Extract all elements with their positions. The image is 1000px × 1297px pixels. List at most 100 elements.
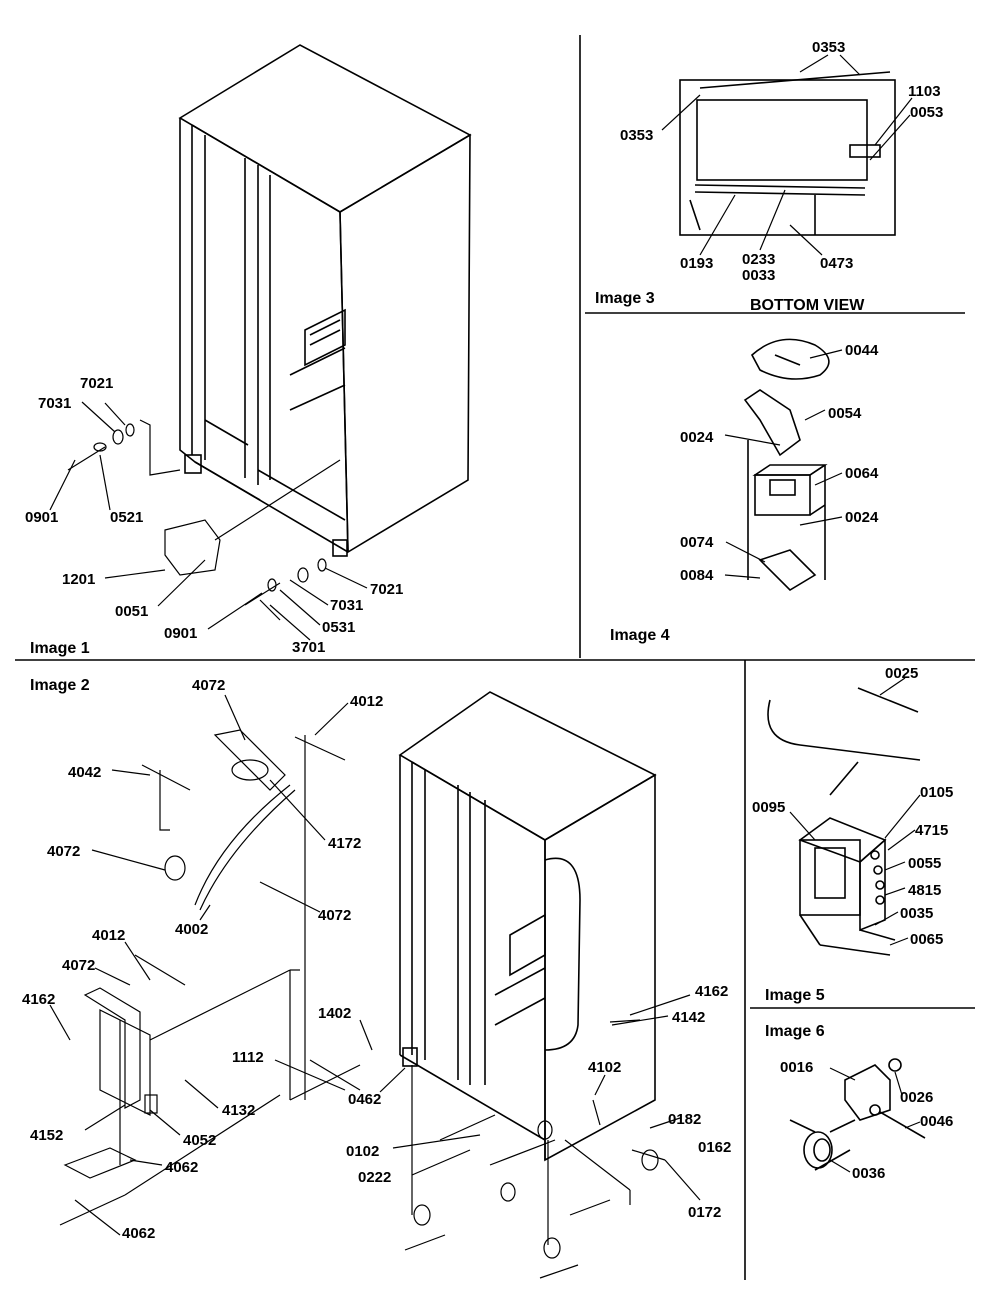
part-label: 1402 bbox=[318, 1005, 351, 1022]
part-label: 4012 bbox=[350, 693, 383, 710]
image4-leaders bbox=[724, 349, 843, 579]
part-label: 3701 bbox=[292, 639, 325, 656]
part-label: 7031 bbox=[330, 597, 363, 614]
part-label: 0024 bbox=[680, 429, 714, 446]
part-label: 0105 bbox=[920, 784, 953, 801]
part-label: 4042 bbox=[68, 764, 101, 781]
image5-panel: 0025 0095 0105 4715 0055 4815 0035 0065 … bbox=[752, 665, 953, 1004]
part-label: 1103 bbox=[908, 83, 941, 100]
image6-caption: Image 6 bbox=[765, 1023, 825, 1040]
part-label: 0095 bbox=[752, 799, 785, 816]
image5-caption: Image 5 bbox=[765, 987, 825, 1004]
part-label: 4072 bbox=[192, 677, 225, 694]
part-label: 0901 bbox=[164, 625, 197, 642]
part-label: 0353 bbox=[812, 39, 845, 56]
part-label: 4012 bbox=[92, 927, 125, 944]
image3-subtitle: BOTTOM VIEW bbox=[750, 297, 865, 314]
rear-small-parts bbox=[404, 1019, 701, 1279]
part-label: 4715 bbox=[915, 822, 948, 839]
image4-labels: 0044 0054 0024 0064 0024 0074 0084 bbox=[680, 342, 879, 584]
part-label: 4072 bbox=[318, 907, 351, 924]
image2-labels: 4072 4012 4042 4172 4072 4002 4072 4012 … bbox=[22, 677, 731, 1242]
fan-motor-drawing bbox=[743, 338, 830, 592]
part-label: 7021 bbox=[370, 581, 403, 598]
part-label: 0193 bbox=[680, 255, 713, 272]
part-label: 0473 bbox=[820, 255, 853, 272]
part-label: 4172 bbox=[328, 835, 361, 852]
part-label: 0055 bbox=[908, 855, 941, 872]
part-label: 4132 bbox=[222, 1102, 255, 1119]
part-label: 0182 bbox=[668, 1111, 701, 1128]
part-label: 0036 bbox=[852, 1165, 885, 1182]
part-label: 0064 bbox=[845, 465, 879, 482]
part-label: 0521 bbox=[110, 509, 143, 526]
rear-cabinet-drawing bbox=[398, 691, 657, 1162]
part-label: 0046 bbox=[920, 1113, 953, 1130]
image3-leaders bbox=[661, 54, 913, 256]
image2-panel: 4072 4012 4042 4172 4072 4002 4072 4012 … bbox=[22, 677, 731, 1279]
panel-dividers bbox=[15, 35, 975, 1280]
part-label: 0026 bbox=[900, 1089, 933, 1106]
evaporator-drawing bbox=[767, 687, 921, 956]
part-label: 0054 bbox=[828, 405, 862, 422]
bottom-view-drawing bbox=[679, 71, 896, 236]
control-parts-upper bbox=[141, 729, 361, 1101]
image1-panel: 7021 7031 0901 0521 1201 0051 0901 7031 … bbox=[25, 44, 472, 657]
part-label: 1201 bbox=[62, 571, 95, 588]
part-label: 0065 bbox=[910, 931, 943, 948]
part-label: 0462 bbox=[348, 1091, 381, 1108]
part-label: 0053 bbox=[910, 104, 943, 121]
part-label: 0222 bbox=[358, 1169, 391, 1186]
part-label: 0901 bbox=[25, 509, 58, 526]
part-label: 0531 bbox=[322, 619, 355, 636]
part-label: 4062 bbox=[165, 1159, 198, 1176]
part-label: 4102 bbox=[588, 1059, 621, 1076]
part-label: 4072 bbox=[47, 843, 80, 860]
part-label: 0102 bbox=[346, 1143, 379, 1160]
part-label: 0016 bbox=[780, 1059, 813, 1076]
part-label: 4062 bbox=[122, 1225, 155, 1242]
part-label: 4162 bbox=[22, 991, 55, 1008]
part-label: 4052 bbox=[183, 1132, 216, 1149]
image6-labels: 0016 0026 0046 0036 bbox=[780, 1059, 953, 1182]
part-label: 0084 bbox=[680, 567, 714, 584]
image5-leaders bbox=[789, 677, 921, 946]
image1-labels: 7021 7031 0901 0521 1201 0051 0901 7031 … bbox=[25, 375, 403, 656]
part-label: 7021 bbox=[80, 375, 113, 392]
part-label: 0033 bbox=[742, 267, 775, 284]
part-label: 0353 bbox=[620, 127, 653, 144]
part-label: 4152 bbox=[30, 1127, 63, 1144]
image6-leaders bbox=[829, 1067, 921, 1173]
part-label: 1112 bbox=[232, 1049, 264, 1066]
part-label: 4002 bbox=[175, 921, 208, 938]
image3-panel: 0353 0353 1103 0053 0193 0233 0033 0473 … bbox=[595, 39, 943, 314]
cabinet-drawing bbox=[178, 44, 472, 557]
image5-labels: 0025 0095 0105 4715 0055 4815 0035 0065 bbox=[752, 665, 953, 948]
part-label: 0162 bbox=[698, 1139, 731, 1156]
part-label: 4162 bbox=[695, 983, 728, 1000]
part-label: 0051 bbox=[115, 603, 148, 620]
control-parts-lower bbox=[59, 954, 291, 1236]
image4-panel: 0044 0054 0024 0064 0024 0074 0084 Image… bbox=[610, 338, 879, 644]
part-label: 0074 bbox=[680, 534, 714, 551]
part-label: 0025 bbox=[885, 665, 918, 682]
part-label: 0024 bbox=[845, 509, 879, 526]
damper-drawing bbox=[789, 1058, 926, 1171]
image2-leaders bbox=[49, 694, 691, 1176]
part-label: 4815 bbox=[908, 882, 941, 899]
image3-labels: 0353 0353 1103 0053 0193 0233 0033 0473 bbox=[620, 39, 943, 284]
part-label: 0035 bbox=[900, 905, 933, 922]
part-label: 4072 bbox=[62, 957, 95, 974]
image4-caption: Image 4 bbox=[610, 627, 670, 644]
image3-caption: Image 3 bbox=[595, 290, 655, 307]
part-label: 0233 bbox=[742, 251, 775, 268]
image1-caption: Image 1 bbox=[30, 640, 90, 657]
image2-caption: Image 2 bbox=[30, 677, 90, 694]
part-label: 0044 bbox=[845, 342, 879, 359]
part-label: 7031 bbox=[38, 395, 71, 412]
part-label: 4142 bbox=[672, 1009, 705, 1026]
image6-panel: 0016 0026 0046 0036 Image 6 bbox=[765, 1023, 953, 1182]
hinge-parts bbox=[49, 401, 368, 641]
part-label: 0172 bbox=[688, 1204, 721, 1221]
